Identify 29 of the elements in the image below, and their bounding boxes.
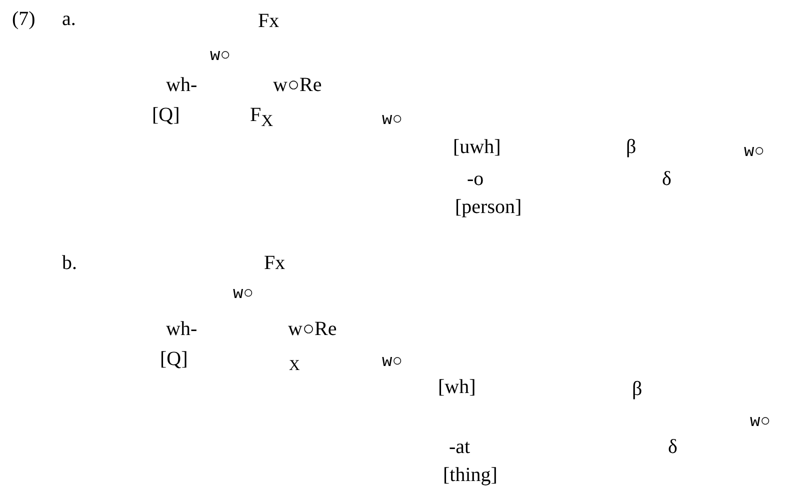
feature-label: [Q]	[152, 104, 180, 126]
node-label: w○	[750, 412, 770, 434]
node-label: Fx	[258, 10, 280, 32]
node-label: w○Re	[273, 74, 322, 96]
node-label: β	[626, 136, 636, 158]
node-label: X	[289, 357, 300, 376]
feature-label: [thing]	[443, 464, 498, 486]
node-label: β	[632, 378, 642, 400]
item-letter: a.	[62, 8, 76, 30]
feature-label: [Q]	[160, 348, 188, 370]
node-label: δ	[668, 436, 678, 458]
node-label: w○	[233, 284, 254, 306]
feature-label: [person]	[455, 196, 522, 218]
node-label: w○	[210, 46, 230, 68]
node-label: wh-	[166, 318, 198, 340]
label-number: (7)	[12, 8, 36, 30]
feature-label: [wh]	[438, 376, 476, 398]
node-label: w○	[382, 110, 402, 132]
node-label: w○	[744, 142, 764, 164]
node-label: F$_{X}$	[250, 104, 274, 132]
morpheme-label: -at	[449, 436, 470, 458]
feature-label: [uwh]	[453, 136, 501, 158]
item-letter: b.	[62, 252, 77, 274]
node-label: Fx	[264, 252, 286, 274]
node-label: δ	[662, 168, 672, 190]
node-label: w○	[382, 352, 402, 374]
node-label: w○Re	[288, 318, 337, 340]
morpheme-label: -o	[467, 168, 484, 190]
node-label: wh-	[166, 74, 198, 96]
